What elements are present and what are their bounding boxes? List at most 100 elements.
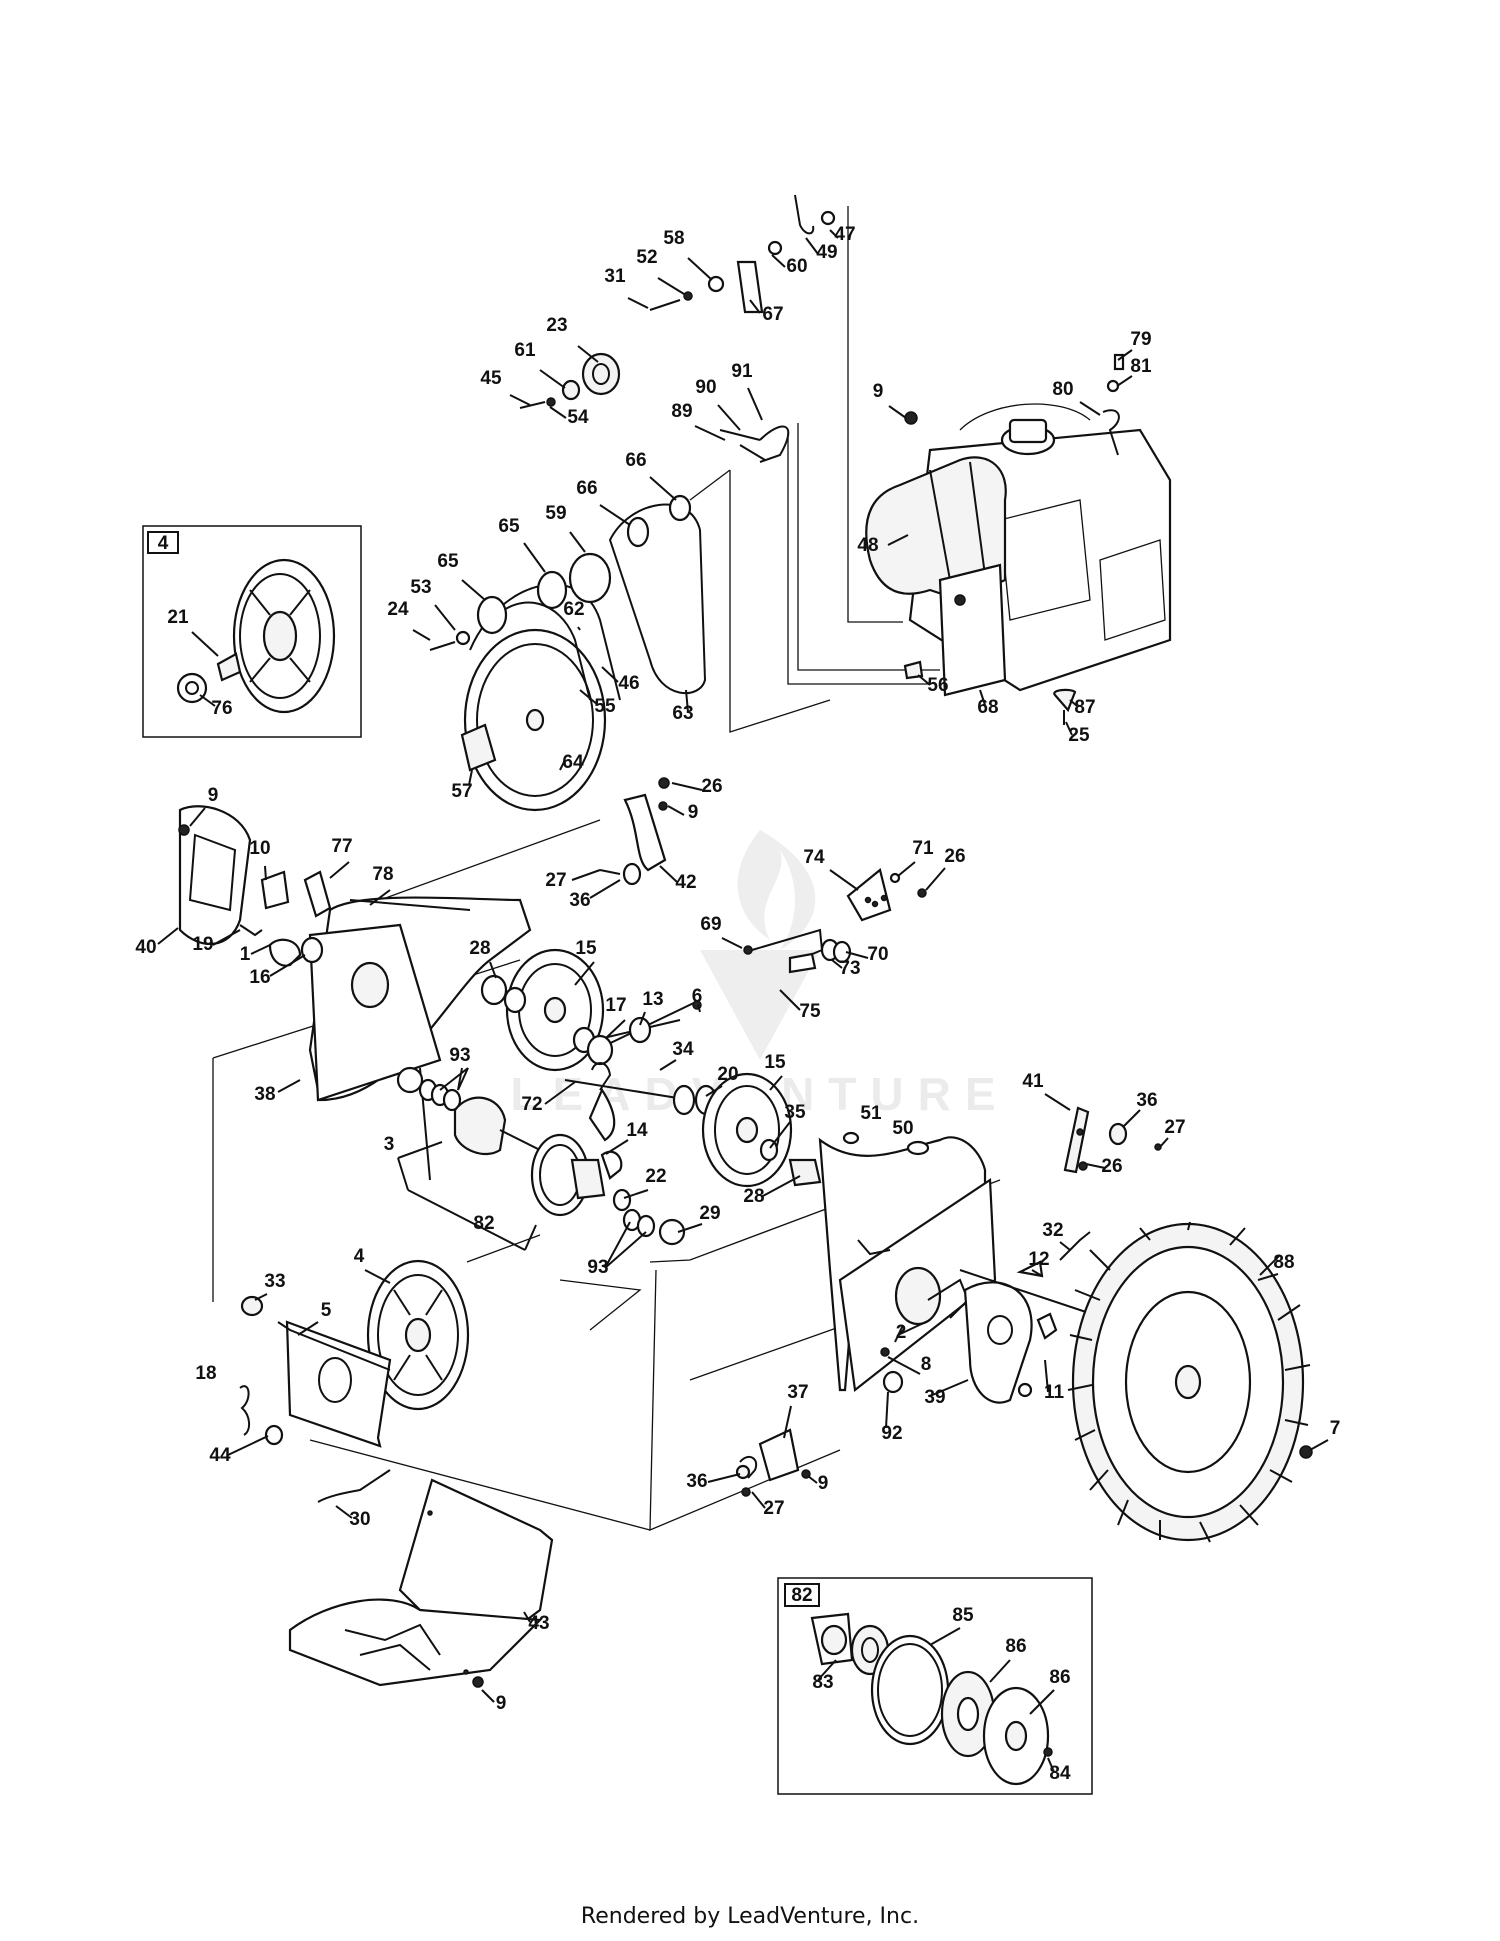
part-callout-30: 30 xyxy=(349,1509,370,1530)
part-callout-83: 83 xyxy=(812,1672,833,1693)
part-callout-91: 91 xyxy=(731,361,753,382)
part-callout-27: 27 xyxy=(1164,1117,1185,1138)
part-callout-3: 3 xyxy=(384,1134,395,1155)
part-callout-63: 63 xyxy=(672,703,693,724)
part-callout-88: 88 xyxy=(1273,1252,1294,1273)
part-callout-8: 8 xyxy=(921,1354,932,1375)
inset-82: 82 xyxy=(777,1577,1093,1795)
inset-4-label: 4 xyxy=(158,533,169,554)
part-callout-29: 29 xyxy=(699,1203,720,1224)
part-callout-74: 74 xyxy=(803,847,825,868)
part-callout-36: 36 xyxy=(686,1471,707,1492)
part-callout-31: 31 xyxy=(604,266,626,287)
part-callout-82: 82 xyxy=(473,1213,494,1234)
part-callout-60: 60 xyxy=(786,256,807,277)
part-callout-64: 64 xyxy=(562,752,584,773)
part-callout-47: 47 xyxy=(834,224,855,245)
part-callout-4: 4 xyxy=(354,1246,365,1267)
part-callout-19: 19 xyxy=(192,934,213,955)
part-callout-77: 77 xyxy=(331,836,352,857)
part-callout-61: 61 xyxy=(514,340,536,361)
part-callout-35: 35 xyxy=(784,1102,806,1123)
part-callout-9: 9 xyxy=(873,381,884,402)
part-callout-38: 38 xyxy=(254,1084,275,1105)
part-callout-26: 26 xyxy=(1101,1156,1122,1177)
part-callout-73: 73 xyxy=(839,958,860,979)
part-callout-1: 1 xyxy=(240,944,251,965)
part-callout-34: 34 xyxy=(672,1039,694,1060)
leader-lines xyxy=(157,229,1329,1773)
inset-82-label: 82 xyxy=(791,1585,812,1606)
part-callout-39: 39 xyxy=(924,1387,945,1408)
part-callout-75: 75 xyxy=(799,1001,821,1022)
part-callout-42: 42 xyxy=(675,872,696,893)
part-callout-36: 36 xyxy=(569,890,590,911)
footer-credit: Rendered by LeadVenture, Inc. xyxy=(580,1904,920,1929)
part-callout-27: 27 xyxy=(763,1498,784,1519)
part-callout-86: 86 xyxy=(1005,1636,1026,1657)
part-callout-36: 36 xyxy=(1136,1090,1157,1111)
part-callout-67: 67 xyxy=(762,304,783,325)
part-callout-68: 68 xyxy=(977,697,998,718)
part-callout-13: 13 xyxy=(642,989,663,1010)
part-callout-81: 81 xyxy=(1130,356,1152,377)
part-callout-14: 14 xyxy=(626,1120,648,1141)
part-callout-79: 79 xyxy=(1130,329,1151,350)
part-callout-21: 21 xyxy=(167,607,189,628)
part-callout-48: 48 xyxy=(857,535,878,556)
auger-housing-left xyxy=(178,805,681,1102)
auger-drive-assembly xyxy=(396,999,822,1251)
part-callout-18: 18 xyxy=(195,1363,216,1384)
part-callout-9: 9 xyxy=(818,1473,829,1494)
part-callout-90: 90 xyxy=(695,377,716,398)
part-callout-32: 32 xyxy=(1042,1220,1063,1241)
part-callout-58: 58 xyxy=(663,228,684,249)
part-callout-9: 9 xyxy=(688,802,699,823)
part-callout-26: 26 xyxy=(701,776,722,797)
part-callout-26: 26 xyxy=(944,846,965,867)
part-callout-27: 27 xyxy=(545,870,566,891)
right-gearbox-and-wheel xyxy=(818,1106,1162,1404)
part-callout-76: 76 xyxy=(211,698,232,719)
part-callout-62: 62 xyxy=(563,599,584,620)
part-callout-17: 17 xyxy=(605,995,626,1016)
part-callout-28: 28 xyxy=(469,938,490,959)
part-callout-72: 72 xyxy=(521,1094,542,1115)
part-callout-93: 93 xyxy=(587,1257,608,1278)
part-callout-66: 66 xyxy=(625,450,646,471)
part-callout-87: 87 xyxy=(1074,697,1095,718)
belt-cover xyxy=(865,456,1007,602)
part-callout-7: 7 xyxy=(1330,1418,1341,1439)
part-callout-56: 56 xyxy=(927,675,948,696)
part-callout-71: 71 xyxy=(912,838,934,859)
part-callout-40: 40 xyxy=(135,937,156,958)
part-callouts: 4749605852316723614554798180919089966665… xyxy=(135,224,1340,1784)
part-callout-55: 55 xyxy=(594,696,616,717)
part-callout-25: 25 xyxy=(1068,725,1090,746)
part-callout-86: 86 xyxy=(1049,1667,1070,1688)
engine-plate xyxy=(938,563,1007,697)
part-callout-92: 92 xyxy=(881,1423,902,1444)
part-callout-89: 89 xyxy=(671,401,692,422)
part-callout-9: 9 xyxy=(496,1693,507,1714)
part-callout-15: 15 xyxy=(575,938,597,959)
part-callout-65: 65 xyxy=(437,551,459,572)
drive-pulley-assembly xyxy=(429,194,1125,812)
part-callout-41: 41 xyxy=(1022,1071,1044,1092)
part-callout-84: 84 xyxy=(1049,1763,1071,1784)
part-callout-45: 45 xyxy=(480,368,502,389)
tire-wheel xyxy=(1067,1221,1313,1543)
part-callout-65: 65 xyxy=(498,516,520,537)
part-callout-70: 70 xyxy=(867,944,888,965)
part-callout-11: 11 xyxy=(1044,1382,1065,1403)
assembly-reference-lines xyxy=(212,206,1001,1531)
part-callout-80: 80 xyxy=(1052,379,1073,400)
part-callout-78: 78 xyxy=(372,864,393,885)
part-callout-46: 46 xyxy=(618,673,639,694)
part-callout-10: 10 xyxy=(249,838,270,859)
lower-center-bracket xyxy=(735,1428,811,1497)
part-callout-85: 85 xyxy=(952,1605,974,1626)
part-callout-49: 49 xyxy=(816,242,837,263)
part-callout-6: 6 xyxy=(692,986,703,1007)
